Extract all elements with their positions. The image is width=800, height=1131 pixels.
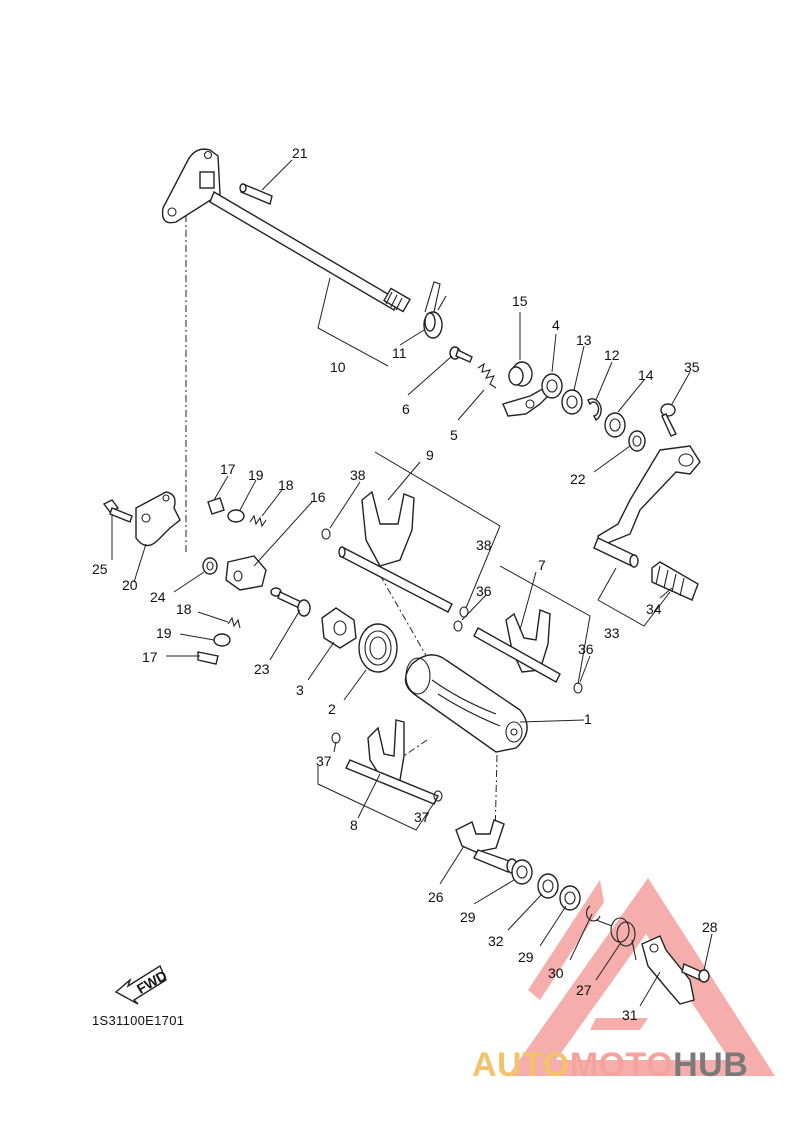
- callout-37-right: 37: [414, 809, 430, 825]
- shift-fork-8: [331, 719, 443, 805]
- shift-fork-7: [453, 609, 583, 694]
- callout-17-top: 17: [220, 461, 236, 477]
- callout-29-left: 29: [460, 909, 476, 925]
- centerlines: [185, 215, 498, 839]
- callout-1: 1: [584, 711, 592, 727]
- drum-segment-parts: [270, 587, 398, 673]
- callout-34: 34: [646, 601, 662, 617]
- callout-21: 21: [292, 145, 308, 161]
- shift-shaft-assembly: [161, 148, 411, 313]
- shift-drum: [404, 654, 528, 753]
- callout-19-top: 19: [248, 467, 264, 483]
- shift-fork-9: [321, 490, 469, 618]
- callout-13: 13: [576, 332, 592, 348]
- callout-22: 22: [570, 471, 586, 487]
- callout-25: 25: [92, 561, 108, 577]
- callout-38-right: 38: [476, 537, 492, 553]
- callout-35: 35: [684, 359, 700, 375]
- lower-shift-shaft: [455, 819, 710, 1005]
- callout-15: 15: [512, 293, 528, 309]
- part-11-spring: [423, 281, 447, 339]
- callout-26: 26: [428, 889, 444, 905]
- shift-pedal-assembly: [593, 403, 701, 601]
- callout-19-bottom: 19: [156, 625, 172, 641]
- callout-18-top: 18: [278, 477, 294, 493]
- washers-row: [508, 361, 646, 452]
- callout-27: 27: [576, 982, 592, 998]
- callout-17-bottom: 17: [142, 649, 158, 665]
- callout-24: 24: [150, 589, 166, 605]
- callout-36-left: 36: [476, 583, 492, 599]
- callout-33: 33: [604, 625, 620, 641]
- part-6-bolt: [449, 346, 473, 363]
- callout-29-right: 29: [518, 949, 534, 965]
- callout-9: 9: [426, 447, 434, 463]
- callout-12: 12: [604, 347, 620, 363]
- diagram-code: 1S31100E1701: [92, 1013, 185, 1028]
- callout-11: 11: [392, 345, 407, 361]
- callout-7: 7: [538, 557, 546, 573]
- callout-23: 23: [254, 661, 270, 677]
- callout-16: 16: [310, 489, 326, 505]
- watermark-triangle: [508, 878, 775, 1076]
- callout-5: 5: [450, 427, 458, 443]
- callout-37-left: 37: [316, 753, 332, 769]
- callout-14: 14: [638, 367, 654, 383]
- callout-10: 10: [330, 359, 346, 375]
- watermark-hub: HUB: [673, 1046, 749, 1084]
- watermark-auto: AUTO: [472, 1046, 570, 1084]
- fwd-arrow: FWD: [114, 964, 169, 1005]
- callout-4: 4: [552, 317, 560, 333]
- callout-32: 32: [488, 933, 504, 949]
- shift-arm: [502, 385, 553, 417]
- callout-31: 31: [622, 1007, 638, 1023]
- callout-3: 3: [296, 682, 304, 698]
- watermark-moto: MOTO: [569, 1046, 674, 1084]
- callout-28: 28: [702, 919, 718, 935]
- callout-38-left: 38: [350, 467, 366, 483]
- callout-labels: 1 2 3 4 5 6 7 8 9 10 11 12 13 14 15 16 1…: [92, 145, 718, 1023]
- callout-2: 2: [328, 701, 336, 717]
- callout-36-right: 36: [578, 641, 594, 657]
- leader-lines: [111, 159, 713, 1007]
- callout-18-bottom: 18: [176, 601, 192, 617]
- part-5-spring: [477, 362, 497, 389]
- callout-30: 30: [548, 965, 564, 981]
- callout-20: 20: [122, 577, 138, 593]
- callout-8: 8: [350, 817, 358, 833]
- watermark-text: AUTOMOTOHUB: [472, 1046, 748, 1085]
- callout-6: 6: [402, 401, 410, 417]
